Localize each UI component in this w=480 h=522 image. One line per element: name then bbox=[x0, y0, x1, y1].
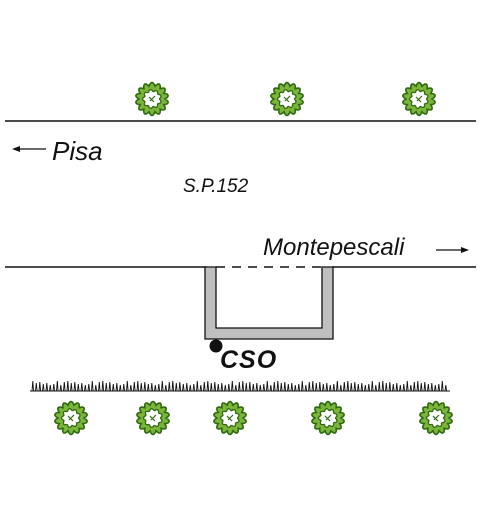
tree-icon bbox=[419, 400, 453, 436]
tree-icon bbox=[136, 400, 170, 436]
arrow-left-icon bbox=[12, 146, 46, 152]
tree-icon bbox=[135, 81, 169, 117]
direction-label-montepescali: Montepescali bbox=[263, 234, 405, 261]
tree-icon bbox=[311, 400, 345, 436]
grass-tufts bbox=[31, 380, 448, 392]
cso-label: CSO bbox=[220, 346, 278, 374]
grass-strip bbox=[30, 380, 450, 392]
direction-label-pisa: Pisa bbox=[52, 136, 103, 166]
arrow-right-icon bbox=[436, 247, 469, 253]
tree-icon bbox=[270, 81, 304, 117]
channel-u-shape bbox=[204, 266, 334, 340]
tree-icon bbox=[54, 400, 88, 436]
road-label: S.P.152 bbox=[183, 176, 249, 197]
tree-icon bbox=[213, 400, 247, 436]
station-dot-icon bbox=[209, 339, 223, 353]
tree-icon bbox=[402, 81, 436, 117]
tree-group bbox=[54, 81, 453, 436]
